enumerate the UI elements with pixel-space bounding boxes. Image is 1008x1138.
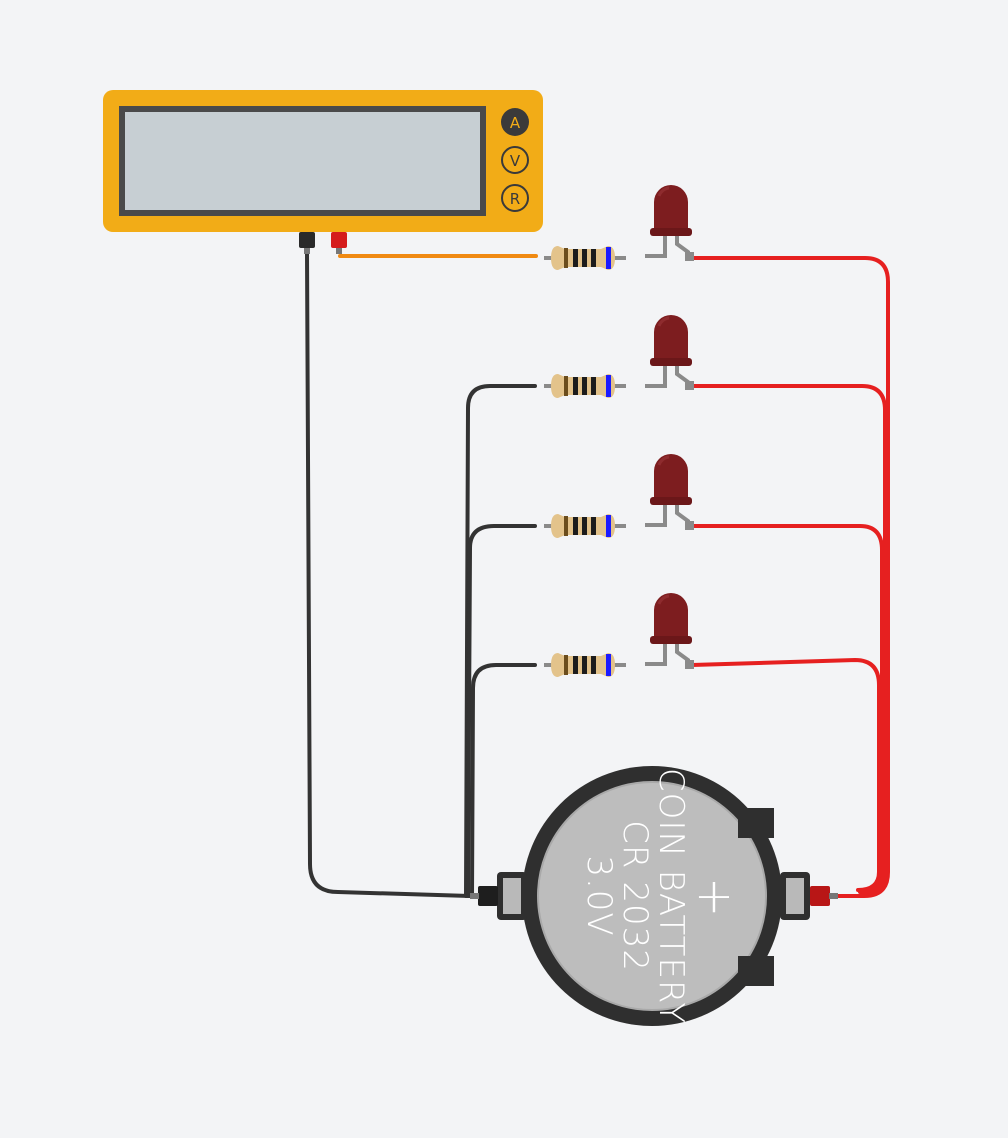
multimeter-display: [125, 112, 480, 210]
mode-button-a[interactable]: A: [501, 108, 529, 136]
resistor-3[interactable]: [542, 512, 628, 540]
mode-label-v: V: [510, 152, 521, 170]
led-4[interactable]: [643, 591, 694, 666]
resistor-2[interactable]: [542, 372, 628, 400]
battery-negative-terminal[interactable]: [470, 886, 498, 906]
multimeter-positive-terminal[interactable]: [331, 232, 347, 254]
resistor-1[interactable]: [542, 244, 628, 272]
mode-button-r[interactable]: R: [501, 184, 529, 212]
led-2[interactable]: [643, 313, 694, 388]
multimeter[interactable]: A V R: [103, 90, 543, 254]
mode-label-r: R: [510, 190, 520, 208]
multimeter-com-terminal[interactable]: [299, 232, 315, 254]
battery-plus-symbol: +: [694, 868, 734, 924]
ground-wires[interactable]: [305, 252, 537, 898]
battery-label-line2: CR 2032: [615, 820, 655, 972]
positive-wires[interactable]: [690, 256, 890, 898]
battery-label-line1: COIN BATTERY: [651, 768, 691, 1024]
battery-positive-terminal[interactable]: [810, 886, 838, 906]
battery-label-line3: 3.0V: [579, 855, 619, 936]
mode-button-v[interactable]: V: [501, 146, 529, 174]
led-1[interactable]: [643, 183, 694, 258]
resistor-4[interactable]: [542, 651, 628, 679]
coin-battery[interactable]: COIN BATTERY CR 2032 3.0V +: [470, 766, 838, 1026]
led-3[interactable]: [643, 452, 694, 527]
mode-label-a: A: [510, 114, 521, 132]
